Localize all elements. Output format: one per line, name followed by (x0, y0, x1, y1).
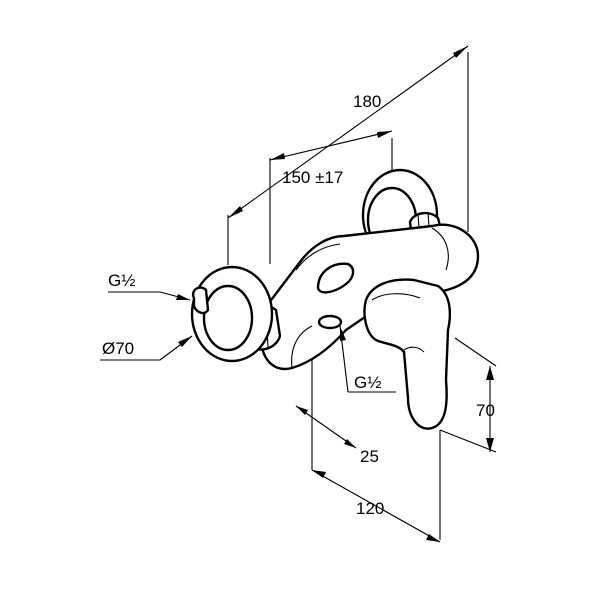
outlet-thread-label: G½ (354, 373, 381, 392)
left-wall-rosette (190, 265, 274, 363)
dimension-120: 120 (311, 469, 441, 543)
dimension-70-label: 70 (476, 401, 495, 420)
inlet-thread-label: G½ (108, 271, 135, 290)
dimension-25: 25 (295, 405, 379, 466)
lever-handle (363, 278, 452, 430)
dimension-150: 150 ±17 (269, 130, 393, 187)
callout-rosette-diameter: Ø70 (100, 335, 193, 361)
dimension-180: 180 (227, 45, 469, 219)
dimension-120-label: 120 (356, 499, 384, 518)
rosette-diameter-label: Ø70 (102, 339, 134, 358)
dimension-150-label: 150 ±17 (282, 168, 343, 187)
dimension-70: 70 (476, 366, 495, 452)
dimension-25-label: 25 (360, 447, 379, 466)
callout-outlet-thread: G½ (339, 325, 396, 393)
dimension-180-label: 180 (353, 92, 381, 111)
bottom-outlet (317, 314, 343, 330)
callout-inlet-thread: G½ (108, 271, 191, 301)
